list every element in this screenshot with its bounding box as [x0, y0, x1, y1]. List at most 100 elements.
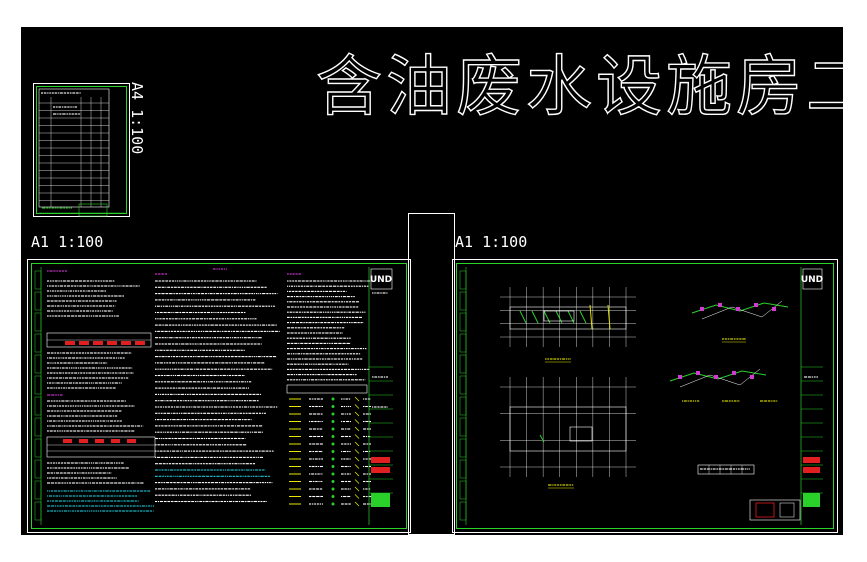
binding-strip-cell — [459, 312, 467, 332]
pipe-table-red-cell — [63, 439, 72, 443]
isometric-fitting — [754, 303, 758, 307]
plan-1-wall — [589, 304, 593, 330]
legend-symbol-dot — [331, 465, 335, 468]
binding-strip-cell — [459, 501, 467, 521]
isometric-fitting — [772, 307, 776, 311]
binding-strip-cell — [34, 396, 42, 416]
plan-1-equipment — [543, 310, 575, 322]
sheet-left-frame — [27, 259, 411, 533]
logo-text: UND — [370, 275, 392, 285]
legend-symbol-dot — [331, 442, 335, 446]
plan-1-pipe — [579, 310, 587, 324]
plan-2-pipe — [539, 434, 545, 443]
a4-title-block — [78, 203, 108, 217]
legend-symbol-dot — [331, 397, 335, 401]
sheet-left-scale-label: A1 1:100 — [31, 233, 104, 251]
legend-symbol-dot — [331, 420, 335, 423]
equipment-table — [697, 464, 755, 475]
legend-symbol-mark — [354, 434, 360, 439]
isometric-fitting — [732, 371, 736, 375]
isometric-fitting — [718, 303, 722, 307]
isometric-fitting — [736, 307, 740, 311]
binding-strip-cell — [34, 417, 42, 437]
legend-symbol-dot — [331, 480, 335, 483]
binding-strip-cell — [459, 459, 467, 479]
binding-strip-cell — [459, 480, 467, 500]
binding-strip-cell — [34, 291, 42, 311]
sheet-left-border — [31, 263, 407, 529]
legend-symbol-dot — [331, 405, 335, 408]
binding-strip-cell — [459, 333, 467, 353]
legend-symbol-mark — [354, 419, 360, 424]
legend-symbol-dot — [331, 435, 335, 438]
pipe-table-red-cell — [79, 439, 88, 443]
legend-symbol-dot — [331, 412, 335, 416]
title-block-green-field — [803, 493, 820, 507]
legend-symbol-mark — [354, 494, 360, 499]
pipe-table-frame — [46, 436, 156, 458]
legend-symbol-mark — [354, 479, 360, 484]
sheet-right-scale-label: A1 1:100 — [455, 233, 528, 251]
binding-strip-cell — [459, 291, 467, 311]
a4-sheet-border — [36, 86, 127, 214]
legend-symbol-dot — [331, 472, 335, 476]
binding-strip-cell — [459, 396, 467, 416]
drawing-title: 含油废水设施房二 — [315, 47, 843, 125]
legend-symbol-mark — [354, 471, 360, 477]
binding-strip-cell — [34, 501, 42, 521]
location-map-building — [779, 502, 795, 518]
title-block-red-field — [371, 457, 390, 463]
plan-1-pipe — [519, 310, 527, 324]
binding-strip-cell — [34, 375, 42, 395]
pipe-table-red-cell — [95, 439, 104, 443]
title-block-green-field — [371, 493, 390, 507]
legend-symbol-dot — [331, 502, 335, 506]
binding-strip-cell — [459, 354, 467, 374]
a4-sheet-frame — [33, 83, 130, 217]
spec-table-red-cell — [135, 341, 145, 345]
binding-strip-cell — [459, 438, 467, 458]
legend-symbol-dot — [331, 495, 335, 498]
legend-symbol-mark — [354, 456, 360, 462]
legend-symbol-dot — [331, 450, 335, 453]
logo-text: UND — [801, 275, 823, 285]
spec-table-red-cell — [65, 341, 75, 345]
sheet-separator-box — [408, 213, 455, 535]
isometric-fitting — [750, 375, 754, 379]
spec-table-red-cell — [79, 341, 89, 345]
isometric-fitting — [714, 375, 718, 379]
legend-symbol-mark — [354, 411, 360, 417]
legend-symbol-mark — [354, 486, 360, 492]
legend-symbol-mark — [354, 449, 360, 454]
pipe-table-red-cell — [111, 439, 120, 443]
legend-symbol-mark — [354, 404, 360, 409]
title-block-red-field — [803, 467, 820, 473]
plan-2-outline — [509, 406, 627, 452]
legend-symbol-mark — [354, 396, 360, 402]
legend-symbol-mark — [354, 464, 360, 469]
title-block-red-field — [371, 467, 390, 473]
plan-2-equipment — [569, 426, 593, 442]
isometric-fitting — [678, 375, 682, 379]
legend-symbol-mark — [354, 441, 360, 447]
binding-strip-cell — [459, 417, 467, 437]
pipe-table-red-cell — [127, 439, 136, 443]
sheet-right-border — [456, 263, 834, 529]
spec-table-red-cell — [121, 341, 131, 345]
legend-symbol-mark — [354, 426, 360, 432]
legend-symbol-dot — [331, 457, 335, 461]
binding-strip-cell — [34, 438, 42, 458]
legend-symbol-dot — [331, 487, 335, 491]
binding-strip-cell — [34, 270, 42, 290]
location-map-frame — [749, 499, 801, 521]
logo-box — [370, 268, 393, 290]
plan-1-pipe — [531, 310, 539, 324]
binding-strip-cell — [34, 480, 42, 500]
spec-table-red-cell — [107, 341, 117, 345]
cad-linework: UND UND — [34, 88, 823, 525]
binding-strip-cell — [34, 312, 42, 332]
location-map-red-outline — [755, 502, 775, 518]
legend-symbol-dot — [331, 427, 335, 431]
binding-strip-cell — [459, 270, 467, 290]
